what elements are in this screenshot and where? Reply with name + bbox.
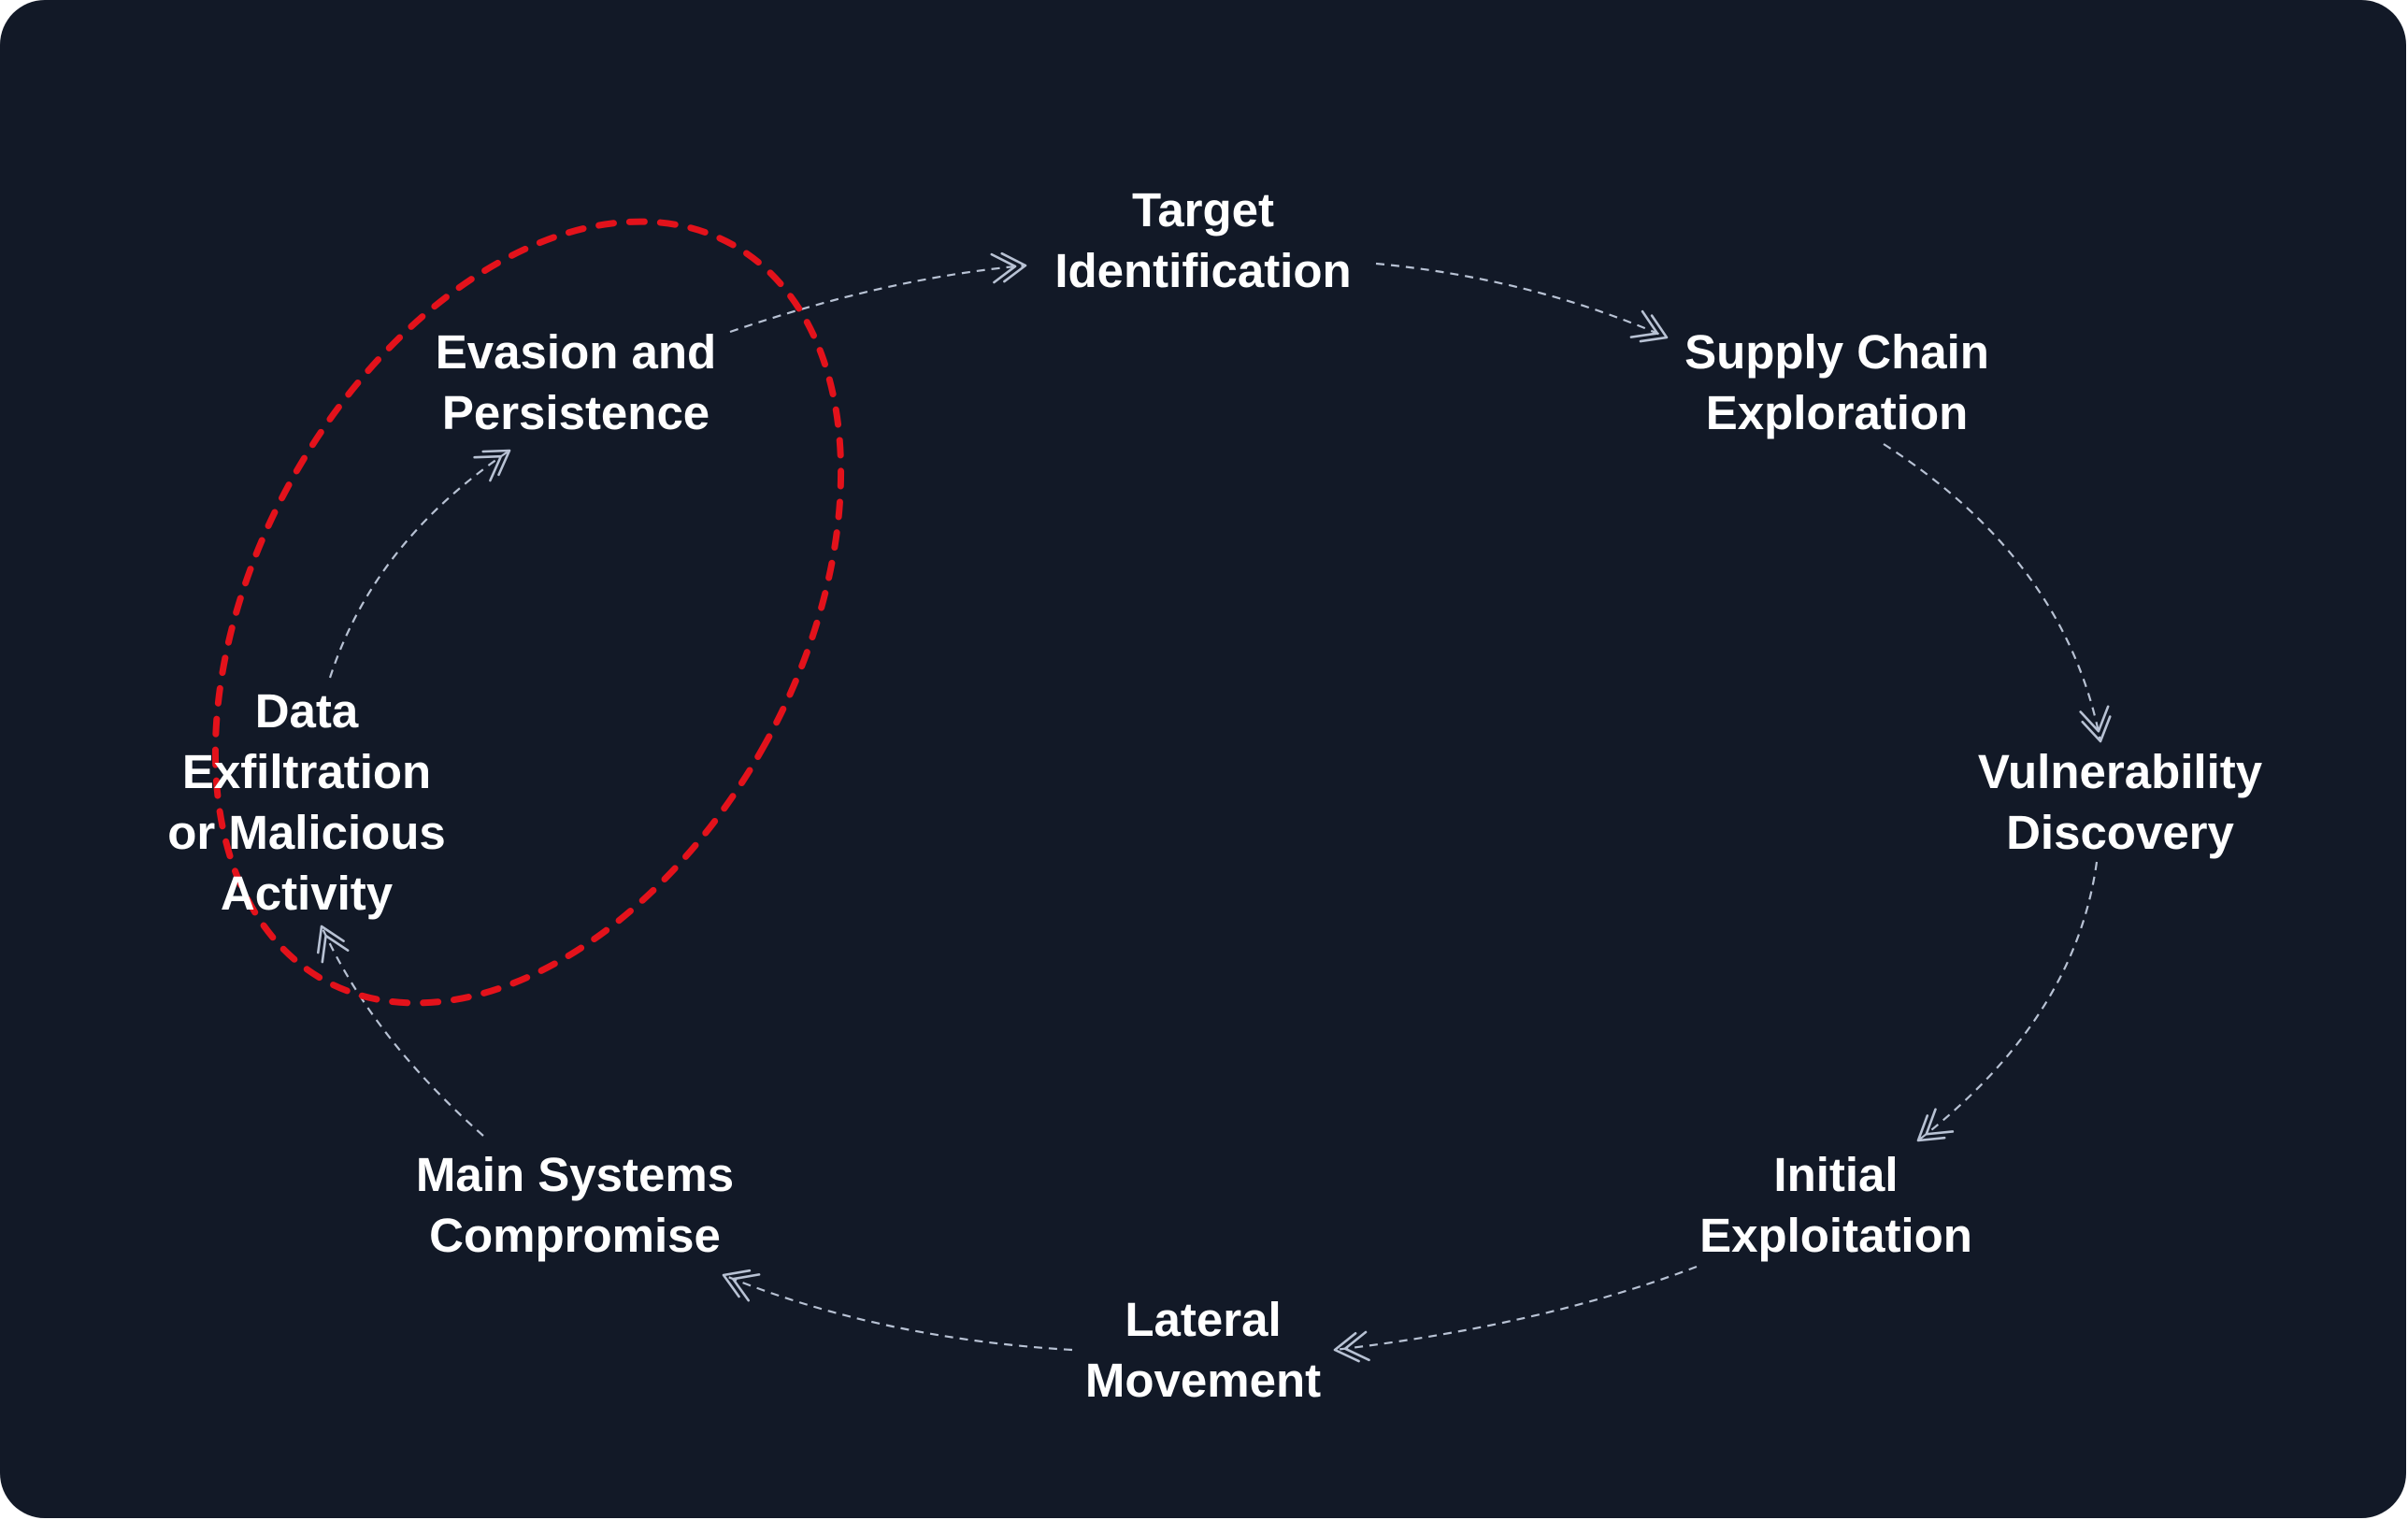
stage-line: Evasion and bbox=[435, 325, 717, 379]
stage-line: Activity bbox=[220, 867, 394, 920]
connector-line bbox=[320, 925, 484, 1137]
highlight-ellipse bbox=[211, 218, 845, 1007]
stage-line: Vulnerability bbox=[1977, 745, 2263, 798]
stage-line: Identification bbox=[1054, 244, 1352, 297]
stage-lateral-movement: Lateral Movement bbox=[1085, 1289, 1321, 1411]
stage-supply-chain-exploration: Supply Chain Exploration bbox=[1684, 322, 1989, 443]
stage-line: Initial bbox=[1773, 1148, 1899, 1201]
connectors bbox=[320, 262, 2102, 1352]
stage-line: Target bbox=[1131, 183, 1275, 237]
arrowhead-icon bbox=[473, 449, 511, 482]
connector-line bbox=[1883, 443, 2102, 742]
connector-line bbox=[328, 450, 510, 679]
connector-line bbox=[1375, 262, 1668, 339]
stage-line: Lateral bbox=[1125, 1293, 1282, 1346]
stage-line: Main Systems bbox=[415, 1148, 735, 1201]
arrowhead-icon bbox=[2079, 705, 2112, 743]
stage-initial-exploitation: Initial Exploitation bbox=[1699, 1144, 1972, 1266]
arrowhead-icon bbox=[990, 251, 1027, 284]
stage-line: Supply Chain bbox=[1684, 325, 1989, 379]
stage-evasion-and-persistence: Evasion and Persistence bbox=[436, 322, 716, 443]
arrowhead-icon bbox=[722, 1269, 761, 1302]
stage-line: Persistence bbox=[441, 386, 710, 439]
connector-line bbox=[723, 1273, 1073, 1352]
stage-line: Compromise bbox=[429, 1209, 721, 1262]
stage-line: or Malicious bbox=[167, 806, 446, 859]
stage-vulnerability-discovery: Vulnerability Discovery bbox=[1978, 741, 2262, 863]
arrowhead-icon bbox=[1629, 309, 1669, 343]
arrowheads bbox=[316, 251, 2112, 1363]
stage-line: Exfiltration bbox=[181, 745, 432, 798]
arrowhead-icon bbox=[1916, 1108, 1955, 1142]
connector-line bbox=[1334, 1265, 1698, 1352]
connector-line bbox=[1917, 861, 2099, 1141]
arrowhead-icon bbox=[1333, 1330, 1370, 1363]
stage-line: Discovery bbox=[2006, 806, 2234, 859]
stage-line: Exploration bbox=[1705, 386, 1969, 439]
stage-line: Movement bbox=[1084, 1354, 1322, 1407]
stage-line: Exploitation bbox=[1699, 1209, 1972, 1262]
stage-line: Data bbox=[254, 684, 359, 738]
stage-target-identification: Target Identification bbox=[1054, 179, 1351, 301]
stage-data-exfiltration: Data Exfiltration or Malicious Activity bbox=[167, 681, 446, 924]
arrowhead-icon bbox=[316, 925, 350, 964]
stage-main-systems-compromise: Main Systems Compromise bbox=[416, 1144, 734, 1266]
